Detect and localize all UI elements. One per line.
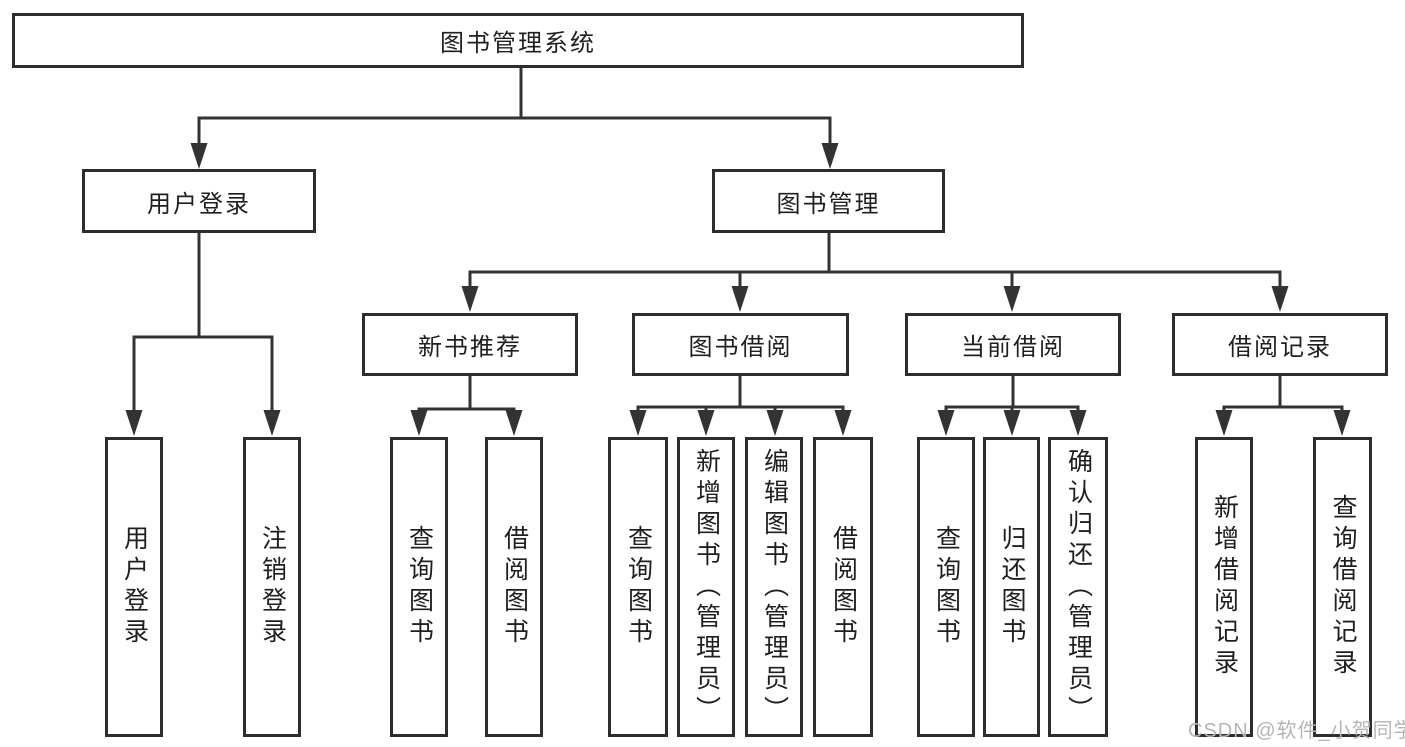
node-label: 图书管理系统 bbox=[440, 30, 596, 57]
leaf-add-borrow-record: 新增借阅记录 bbox=[1195, 437, 1253, 737]
leaf-borrow-books: 借阅图书 bbox=[813, 437, 873, 737]
node-label: 借阅记录 bbox=[1228, 334, 1332, 361]
node-book-management: 图书管理 bbox=[712, 169, 945, 233]
node-borrow-records: 借阅记录 bbox=[1172, 313, 1388, 376]
edge-current-borrow-to-leaves bbox=[937, 376, 1087, 436]
node-label: 归还图书 bbox=[998, 525, 1026, 649]
edge-user-login-to-leaves bbox=[125, 232, 281, 436]
leaf-add-books-admin: 新增图书（管理员） bbox=[677, 437, 735, 737]
node-label: 借阅图书 bbox=[500, 525, 529, 649]
edge-borrow-records-to-leaves bbox=[1215, 376, 1351, 436]
node-label: 新书推荐 bbox=[418, 334, 522, 361]
node-label: 借阅图书 bbox=[829, 525, 858, 649]
edge-root-to-level2 bbox=[190, 68, 839, 169]
node-label: 新增图书（管理员） bbox=[692, 447, 721, 727]
leaf-query-books-current: 查询图书 bbox=[917, 437, 975, 737]
node-label: 查询图书 bbox=[932, 525, 961, 649]
node-label: 确认归还（管理员） bbox=[1064, 447, 1093, 727]
leaf-logout: 注销登录 bbox=[243, 437, 301, 737]
node-label: 新增借阅记录 bbox=[1210, 494, 1239, 680]
leaf-query-books-borrow: 查询图书 bbox=[608, 437, 668, 737]
node-label: 用户登录 bbox=[147, 190, 251, 218]
node-label: 查询借阅记录 bbox=[1329, 494, 1357, 680]
node-book-borrow: 图书借阅 bbox=[632, 313, 849, 376]
node-user-login: 用户登录 bbox=[82, 169, 316, 233]
node-label: 图书借阅 bbox=[688, 334, 793, 361]
edge-book-management-to-level3 bbox=[461, 233, 1289, 312]
node-label: 编辑图书（管理员） bbox=[760, 447, 789, 727]
node-new-book-recommend: 新书推荐 bbox=[362, 313, 578, 376]
edge-book-borrow-to-leaves bbox=[629, 376, 852, 436]
node-label: 注销登录 bbox=[258, 525, 287, 649]
node-label: 当前借阅 bbox=[961, 334, 1065, 361]
node-label: 用户登录 bbox=[120, 525, 149, 649]
csdn-watermark: CSDN @软件_小贺同学 bbox=[1188, 720, 1405, 742]
edge-new-book-to-leaves bbox=[410, 376, 523, 436]
leaf-user-login: 用户登录 bbox=[105, 437, 163, 737]
leaf-query-books-recommend: 查询图书 bbox=[390, 437, 448, 737]
leaf-borrow-books-recommend: 借阅图书 bbox=[485, 437, 543, 737]
node-library-management-system: 图书管理系统 bbox=[12, 13, 1024, 68]
leaf-edit-books-admin: 编辑图书（管理员） bbox=[745, 437, 803, 737]
node-label: 查询图书 bbox=[405, 525, 434, 649]
node-label: 查询图书 bbox=[624, 525, 653, 649]
leaf-query-borrow-record: 查询借阅记录 bbox=[1313, 437, 1372, 737]
leaf-confirm-return-admin: 确认归还（管理员） bbox=[1048, 437, 1108, 737]
leaf-return-books: 归还图书 bbox=[983, 437, 1040, 737]
node-current-borrow: 当前借阅 bbox=[905, 313, 1121, 376]
node-label: 图书管理 bbox=[776, 190, 881, 218]
